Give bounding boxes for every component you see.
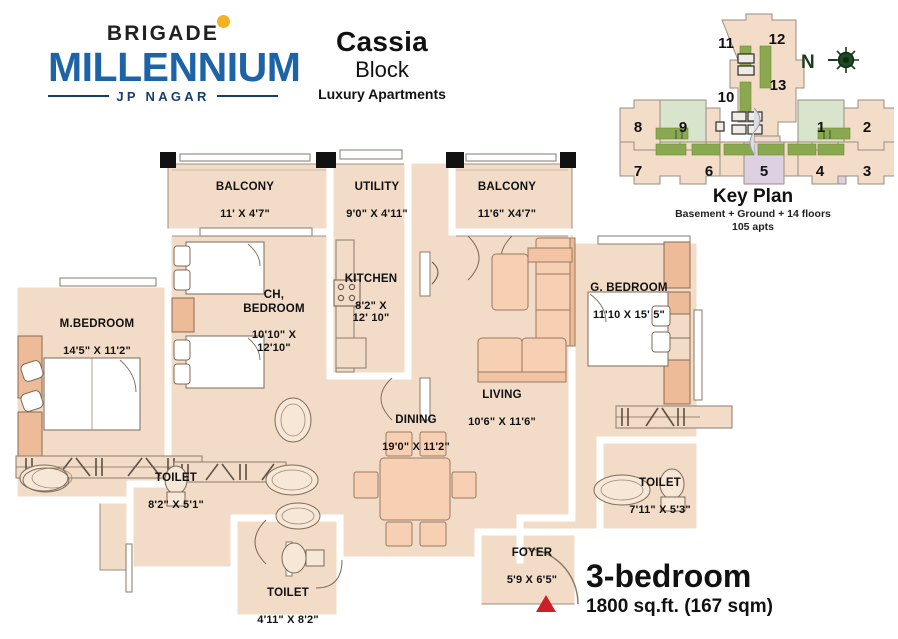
room-label-kitchen: KITCHEN 8'2" X 12' 10" xyxy=(325,260,417,338)
master-bed-furniture xyxy=(17,335,141,475)
room-name: LIVING xyxy=(482,388,522,401)
room-label-ch-bedroom: CH, BEDROOM 10'10" X 12'10" xyxy=(222,276,326,368)
room-name: M.BEDROOM xyxy=(59,317,135,330)
room-name: TOILET xyxy=(155,471,197,484)
compass-rose-icon xyxy=(828,47,859,73)
room-label-dining: DINING 19'0" X 11'2" xyxy=(358,401,474,466)
unit-summary: 3-bedroom 1800 sq.ft. (167 sqm) xyxy=(586,560,886,618)
room-label-balcony-left: BALCONY 11' X 4'7" xyxy=(180,168,310,233)
block-title: Cassia Block Luxury Apartments xyxy=(262,26,502,102)
key-plan-unit-2: 2 xyxy=(863,119,871,136)
key-plan-unit-3: 3 xyxy=(863,163,871,180)
room-name: DINING xyxy=(395,413,437,426)
toilet-left-fixtures xyxy=(19,464,188,507)
room-name: TOILET xyxy=(639,476,681,489)
brand-rule-right xyxy=(216,95,278,98)
key-plan-apts: 105 apts xyxy=(731,221,775,234)
room-dims: 8'2" X 5'1" xyxy=(148,498,204,511)
unit-area-label: 1800 sq.ft. (167 sqm) xyxy=(586,596,773,617)
room-dims: 11'10 X 15' 5" xyxy=(593,308,665,321)
room-name: G. BEDROOM xyxy=(590,281,668,294)
room-name: FOYER xyxy=(511,546,553,559)
brand-location-text: JP NAGAR xyxy=(116,88,210,104)
entry-door[interactable] xyxy=(521,547,579,612)
brand-logo: BRIGADE MILLENNIUM JP NAGAR xyxy=(48,15,301,104)
room-name: BALCONY xyxy=(215,180,275,193)
brand-brigade-text: BRIGADE xyxy=(106,22,220,45)
room-name: KITCHEN xyxy=(344,272,398,285)
room-label-living: LIVING 10'6" X 11'6" xyxy=(445,376,559,441)
toilet-right-fixtures xyxy=(593,468,686,512)
children-bedroom-furniture xyxy=(171,241,265,389)
room-dims: 4'11" X 8'2" xyxy=(257,613,319,626)
key-plan-caption: Key Plan Basement + Ground + 14 floors 1… xyxy=(612,186,894,234)
unit-type-label: 3-bedroom xyxy=(586,558,752,594)
room-name: CH, BEDROOM xyxy=(243,288,305,315)
guest-bed-furniture xyxy=(587,241,691,405)
key-plan-unit-11: 11 xyxy=(718,35,734,52)
brand-location-row: JP NAGAR xyxy=(48,89,278,104)
kitchen-counter xyxy=(333,239,367,373)
key-plan-unit-13: 13 xyxy=(770,77,787,94)
room-name: TOILET xyxy=(267,586,309,599)
key-plan-unit-6: 6 xyxy=(705,163,713,180)
key-plan-unit-7: 7 xyxy=(634,163,642,180)
room-label-toilet-bottom: TOILET 4'11" X 8'2" xyxy=(240,574,336,639)
hob-icon xyxy=(337,283,356,302)
key-plan-unit-4: 4 xyxy=(816,163,825,180)
key-plan-unit-1: 1 xyxy=(817,119,825,136)
key-plan-unit-5: 5 xyxy=(760,163,768,180)
brand-dot-icon xyxy=(217,15,231,28)
room-label-balcony-right: BALCONY 11'6" X4'7" xyxy=(452,168,562,233)
room-label-g-bedroom: G. BEDROOM 11'10 X 15' 5" xyxy=(562,269,696,334)
key-plan-unit-10: 10 xyxy=(718,89,735,106)
floor-plan-drawing xyxy=(10,149,733,622)
block-tagline: Luxury Apartments xyxy=(318,86,446,102)
brand-rule-left xyxy=(48,95,110,98)
room-label-m-bedroom: M.BEDROOM 14'5" X 11'2" xyxy=(32,305,162,370)
block-word: Block xyxy=(355,57,409,82)
room-dims: 7'11" X 5'3" xyxy=(629,503,691,516)
toilet-bottom-fixtures xyxy=(265,464,325,574)
room-label-foyer: FOYER 5'9 X 6'5" xyxy=(492,534,572,599)
key-plan-unit-8: 8 xyxy=(634,119,642,136)
key-plan-unit-9: 9 xyxy=(679,119,687,136)
room-dims: 11'6" X4'7" xyxy=(477,207,537,220)
room-dims: 8'2" X 12' 10" xyxy=(352,299,390,325)
key-plan-floors: Basement + Ground + 14 floors xyxy=(675,208,831,220)
room-name: BALCONY xyxy=(477,180,537,193)
block-name: Cassia xyxy=(335,26,429,57)
key-plan-title: Key Plan xyxy=(712,186,794,207)
room-name: UTILITY xyxy=(354,180,400,193)
room-dims: 9'0" X 4'11" xyxy=(346,207,408,220)
guest-wardrobe-icon xyxy=(615,405,733,429)
kitchen-door xyxy=(419,251,439,297)
room-dims: 14'5" X 11'2" xyxy=(63,344,131,357)
key-plan-unit-12: 12 xyxy=(769,31,786,48)
room-label-toilet-left: TOILET 8'2" X 5'1" xyxy=(133,459,219,524)
room-dims: 10'10" X 12'10" xyxy=(251,329,297,355)
room-dims: 19'0" X 11'2" xyxy=(382,440,450,453)
room-dims: 5'9 X 6'5" xyxy=(506,573,558,586)
brand-brigade-word: BRIGADE xyxy=(106,15,231,46)
room-dims: 10'6" X 11'6" xyxy=(468,415,536,428)
north-label: N xyxy=(801,52,815,73)
dining-furniture xyxy=(353,431,477,547)
wash-basin-extra xyxy=(274,397,312,443)
entry-door-triangle-icon xyxy=(536,595,556,612)
brand-millennium-word: MILLENNIUM xyxy=(48,44,301,90)
key-plan-diagram: 1 2 3 4 5 6 7 8 9 10 11 12 13 xyxy=(619,13,894,185)
room-label-toilet-right: TOILET 7'11" X 5'3" xyxy=(614,464,706,529)
room-dims: 11' X 4'7" xyxy=(220,207,270,220)
room-label-utility: UTILITY 9'0" X 4'11" xyxy=(322,168,432,233)
living-furniture xyxy=(477,237,576,383)
